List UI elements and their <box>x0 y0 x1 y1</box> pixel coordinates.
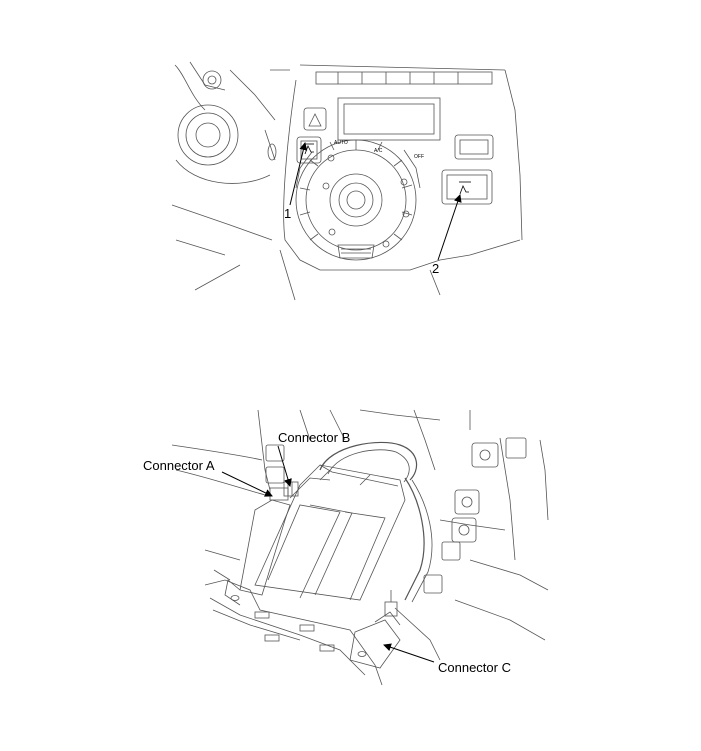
auto-button-label: AUTO <box>334 140 348 146</box>
control-module-body <box>254 464 406 601</box>
upper-vent <box>315 71 493 85</box>
callout-arrows-top <box>289 142 462 261</box>
off-button-label: OFF <box>414 154 424 160</box>
connector-c-bracket <box>349 590 401 669</box>
climate-control-ring <box>295 139 417 261</box>
climate-display <box>337 97 441 141</box>
callout-1: 1 <box>284 206 291 221</box>
hazard-button <box>303 107 327 131</box>
callout-2: 2 <box>432 261 439 276</box>
ac-button-label: A/C <box>374 148 383 154</box>
passenger-seat-warmer-switch <box>441 169 493 205</box>
connector-b-label: Connector B <box>278 430 350 445</box>
connector-c-label: Connector C <box>438 660 511 675</box>
control-module-figure <box>171 409 549 686</box>
module-tray <box>204 579 441 686</box>
connector-a-bracket <box>224 487 291 606</box>
connector-a-label: Connector A <box>143 458 215 473</box>
right-upper-button <box>454 134 494 160</box>
climate-panel-figure <box>171 61 523 301</box>
callout-arrows-bottom <box>221 445 435 663</box>
